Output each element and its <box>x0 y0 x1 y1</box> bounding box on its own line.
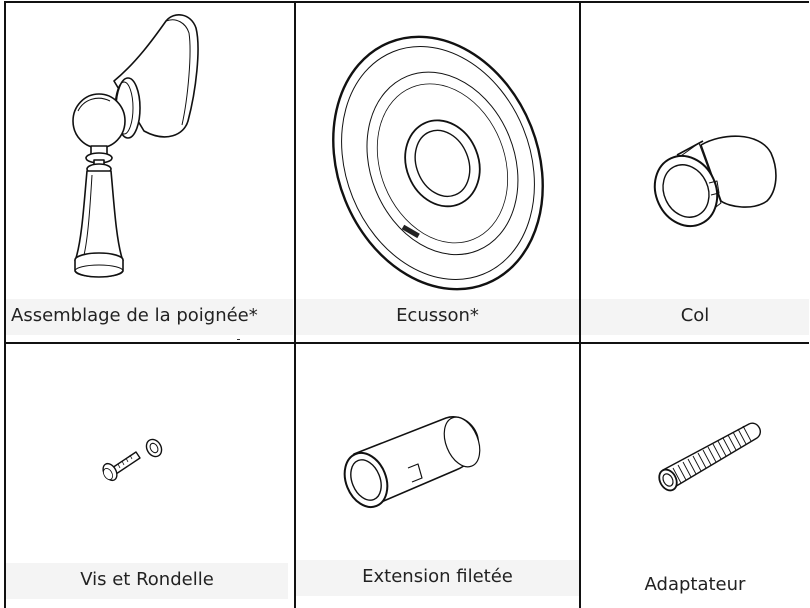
part-label: Ecusson* <box>296 299 579 335</box>
part-cell-screw: Vis et Rondelle <box>6 344 294 608</box>
part-label: Assemblage de la poignée* <box>6 299 293 335</box>
part-label: Adaptateur <box>644 574 746 595</box>
grid-col-divider-1 <box>294 1 296 608</box>
threaded-extension-icon <box>296 344 579 608</box>
handle-assembly-icon <box>6 3 294 342</box>
part-cell-extension: Extension filetée <box>296 344 579 608</box>
grid-col-divider-2 <box>579 1 581 608</box>
part-cell-adapter: Adaptateur <box>581 344 809 608</box>
part-cell-escutcheon: Ecusson* <box>296 3 579 342</box>
stray-dash-mark <box>237 339 240 340</box>
grid-left-border <box>4 1 6 608</box>
part-cell-collar: Col <box>581 3 809 342</box>
adapter-icon <box>581 344 809 608</box>
screw-and-washer-icon <box>6 344 294 608</box>
escutcheon-icon <box>296 3 579 342</box>
collar-icon <box>581 3 809 342</box>
part-label: Col <box>581 299 809 335</box>
part-cell-handle: Assemblage de la poignée* <box>6 3 294 342</box>
grid-top-border <box>4 1 809 3</box>
grid-row-divider <box>4 342 809 344</box>
part-label: Extension filetée <box>296 560 579 596</box>
part-label: Vis et Rondelle <box>6 563 288 599</box>
